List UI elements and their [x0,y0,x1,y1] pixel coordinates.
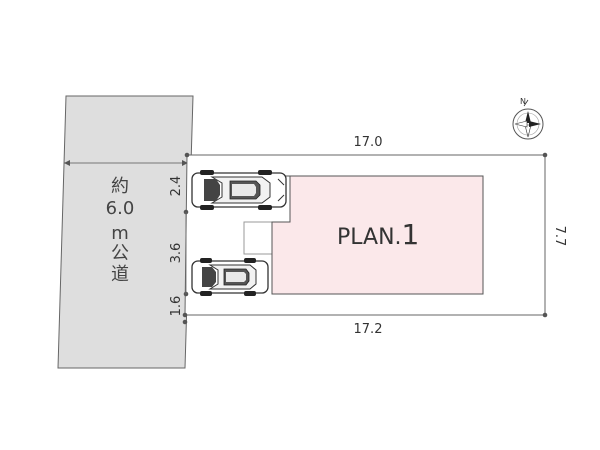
north-label: N [520,97,526,106]
building-label: PLAN.1 [337,218,419,251]
dimension-left-bottom: 1.6 [169,296,184,317]
car-icon [191,170,287,210]
dimension-left-mid: 3.6 [169,243,184,264]
road-label-2: 6.0 [106,198,135,219]
building-plan [271,175,484,295]
car-icon [191,258,269,296]
boundary-marker [182,319,188,325]
boundary-marker [182,312,188,318]
dimension-top: 17.0 [354,135,383,150]
public-road [57,95,194,369]
dimension-right: 7.7 [552,226,567,247]
entrance-porch [243,221,273,255]
road-label-3: m [111,223,129,244]
dimension-left-top: 2.4 [169,176,184,197]
road-label-4: 公 [111,243,129,264]
boundary-marker [184,152,190,158]
dimension-bottom: 17.2 [354,322,383,337]
road-label-5: 道 [111,264,129,285]
road-width-arrow-right [182,160,188,166]
building-number: 1 [402,218,420,251]
road-label-1: 約 [111,176,129,197]
north-compass-icon [512,99,544,140]
road-width-arrow-left [64,160,70,166]
boundary-marker [542,312,548,318]
boundary-marker [542,152,548,158]
